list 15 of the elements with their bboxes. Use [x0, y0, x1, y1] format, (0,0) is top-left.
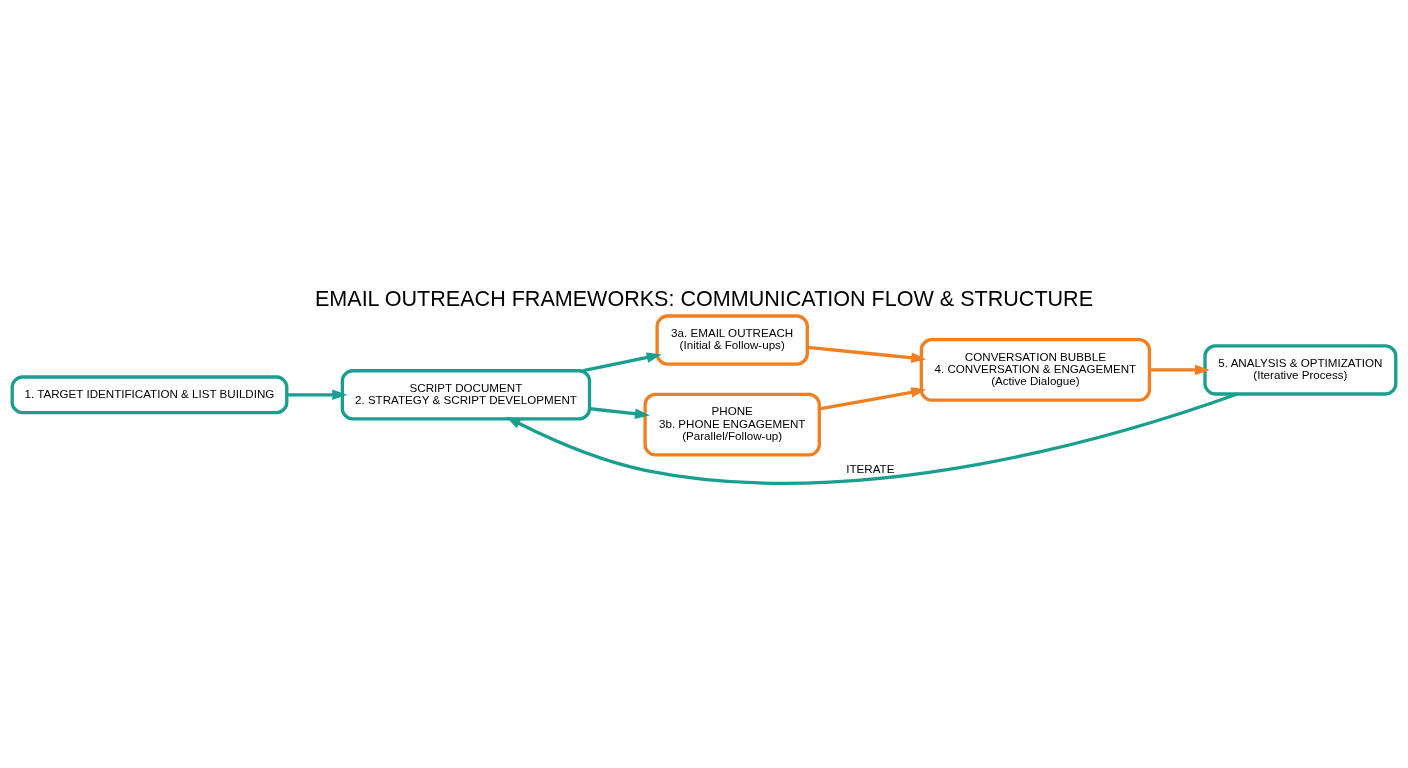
arrow	[582, 351, 662, 372]
diagram-title: EMAIL OUTREACH FRAMEWORKS: COMMUNICATION FLOW & STRUCTURE	[314, 285, 1094, 311]
node-box: SCRIPT DOCUMENT 2. STRATEGY & SCRIPT DEVELOPMENT	[340, 368, 592, 421]
arrow	[1149, 364, 1210, 375]
edge-label: ITERATE	[846, 461, 895, 475]
node-box: 3a. EMAIL OUTREACH (Initial & Follow-ups)	[655, 313, 809, 366]
arrow	[505, 391, 1238, 484]
arrow	[807, 345, 927, 363]
node-box: PHONE 3b. PHONE ENGAGEMENT (Parallel/Follow-up)	[643, 392, 821, 457]
arrow	[286, 389, 348, 400]
arrow	[819, 386, 927, 411]
arrow	[589, 406, 650, 419]
node-box: 1. TARGET IDENTIFICATION & LIST BUILDING	[10, 374, 289, 414]
node-box: CONVERSATION BUBBLE 4. CONVERSATION & ENGAGEMENT (Active Dialogue)	[919, 337, 1152, 402]
node-box: 5. ANALYSIS & OPTIMIZATION (Iterative Process)	[1203, 343, 1398, 396]
